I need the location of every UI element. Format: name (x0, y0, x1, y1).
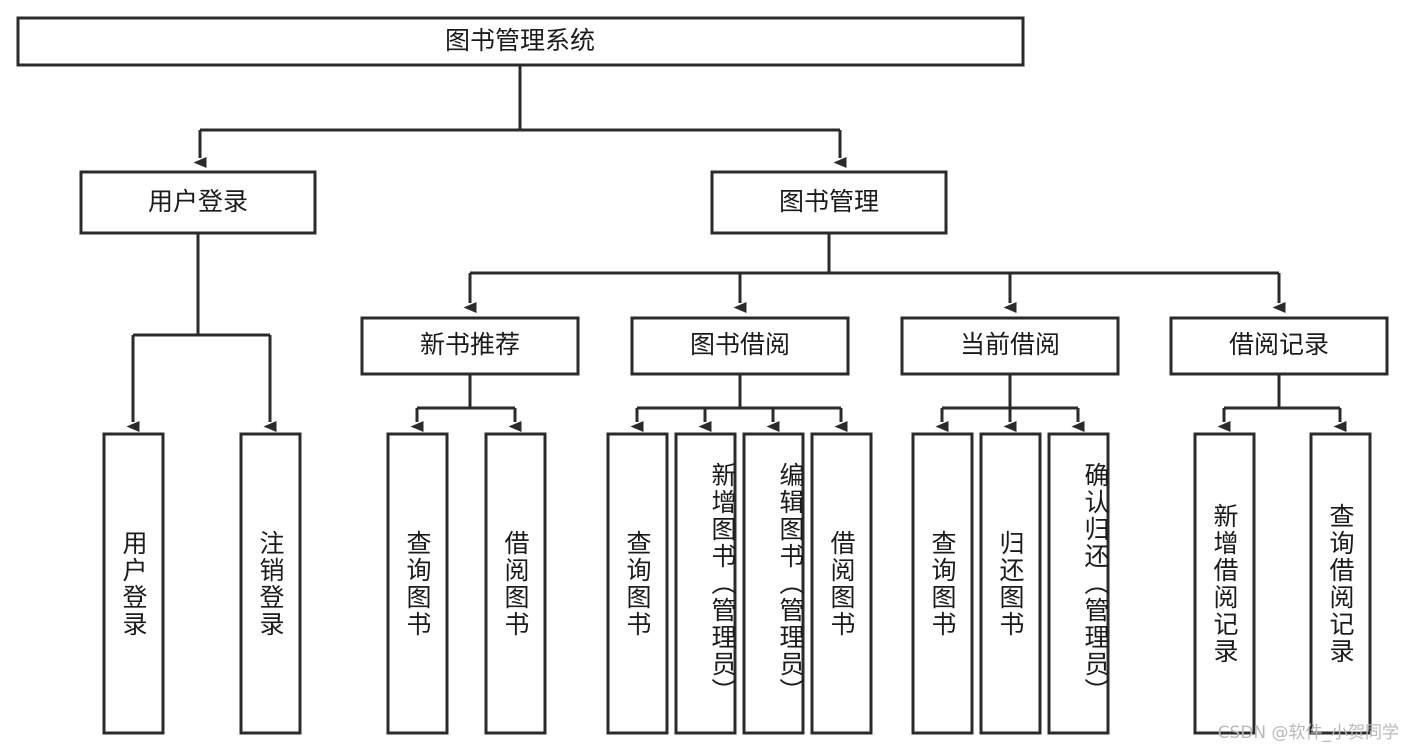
leaf-box[interactable] (742, 432, 805, 735)
node-current-borrow[interactable]: 当前借阅 (900, 316, 1120, 376)
leaf-borrow-record-1[interactable] (1309, 432, 1372, 735)
leaf-box[interactable] (102, 432, 165, 735)
node-book-management-label: 图书管理 (779, 187, 879, 216)
node-user-login-label: 用户登录 (148, 187, 248, 216)
leaf-book-borrow-1[interactable] (674, 432, 737, 735)
leaf-borrow-record-0[interactable] (1193, 432, 1256, 735)
connector-current-borrow-to-leaves (935, 374, 1085, 432)
node-book-management[interactable]: 图书管理 (710, 170, 948, 235)
leaf-box[interactable] (484, 432, 547, 735)
node-root-label: 图书管理系统 (445, 26, 595, 55)
leaf-box[interactable] (674, 432, 737, 735)
connector-user-login-to-leaves (126, 233, 277, 432)
leaf-box[interactable] (810, 432, 873, 735)
connector-book-borrow-to-leaves (630, 374, 848, 432)
node-user-login-box[interactable] (79, 170, 317, 235)
node-new-book-recommend[interactable]: 新书推荐 (360, 316, 580, 376)
leaf-box[interactable] (979, 432, 1042, 735)
watermark-text: CSDN @软件_小贺同学 (1217, 723, 1399, 743)
node-current-borrow-label: 当前借阅 (960, 330, 1060, 359)
node-new-book-recommend-label: 新书推荐 (420, 330, 520, 359)
leaf-current-borrow-0[interactable] (911, 432, 974, 735)
leaf-new-book-recommend-1[interactable] (484, 432, 547, 735)
leaf-user-login-1[interactable] (239, 432, 302, 735)
node-borrow-record[interactable]: 借阅记录 (1169, 316, 1389, 376)
leaf-new-book-recommend-0[interactable] (386, 432, 449, 735)
node-book-borrow-label: 图书借阅 (690, 330, 790, 359)
node-user-login[interactable]: 用户登录 (79, 170, 317, 235)
leaf-box[interactable] (1047, 432, 1110, 735)
node-new-book-recommend-box[interactable] (360, 316, 580, 376)
node-book-borrow[interactable]: 图书借阅 (630, 316, 850, 376)
leaf-box[interactable] (1193, 432, 1256, 735)
leaf-book-borrow-0[interactable] (606, 432, 669, 735)
node-current-borrow-box[interactable] (900, 316, 1120, 376)
leaf-book-borrow-2[interactable] (742, 432, 805, 735)
leaf-book-borrow-3[interactable] (810, 432, 873, 735)
leaf-box[interactable] (239, 432, 302, 735)
node-borrow-record-label: 借阅记录 (1229, 330, 1329, 359)
node-root-box[interactable] (16, 16, 1025, 67)
leaf-box[interactable] (911, 432, 974, 735)
leaf-user-login-0[interactable] (102, 432, 165, 735)
leaf-box[interactable] (1309, 432, 1372, 735)
leaf-box[interactable] (386, 432, 449, 735)
connector-borrow-record-to-leaves (1217, 374, 1347, 432)
leaf-current-borrow-2[interactable] (1047, 432, 1110, 735)
connector-book-management-to-level3 (463, 233, 1286, 313)
connector-root-to-level2 (193, 65, 847, 168)
leaf-box[interactable] (606, 432, 669, 735)
leaf-current-borrow-1[interactable] (979, 432, 1042, 735)
connector-new-book-recommend-to-leaves (410, 374, 522, 432)
node-root[interactable]: 图书管理系统 (16, 16, 1025, 67)
